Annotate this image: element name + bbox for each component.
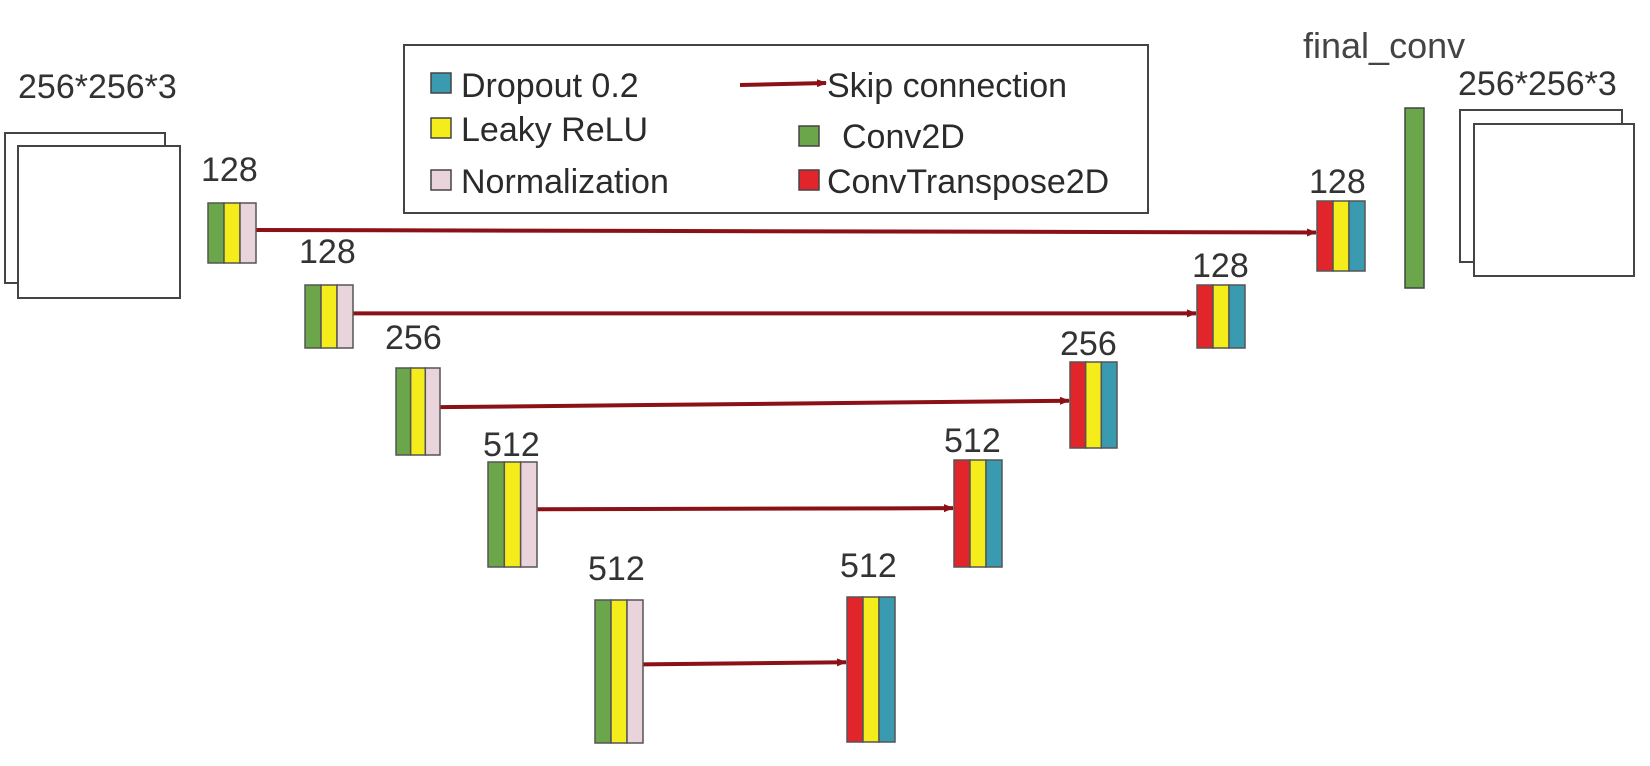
skip-connection-1 bbox=[255, 228, 1317, 237]
input-image-stack bbox=[4, 132, 181, 299]
encoder-block-2-label: 128 bbox=[299, 233, 356, 271]
encoder-block-2-leaky-relu-layer bbox=[320, 284, 338, 349]
encoder-block-3-leaky-relu-layer bbox=[409, 367, 427, 456]
encoder-block-5: 512 bbox=[588, 550, 645, 744]
encoder-block-4-conv2d-layer bbox=[487, 461, 506, 568]
encoder-block-2: 128 bbox=[299, 233, 356, 349]
legend-skip-label: Skip connection bbox=[827, 67, 1067, 105]
legend-normalization-swatch bbox=[430, 169, 452, 191]
legend-box bbox=[403, 44, 1149, 214]
legend-conv2d-swatch bbox=[798, 125, 820, 147]
final-conv-label: final_conv bbox=[1303, 25, 1465, 66]
encoder-block-3: 256 bbox=[385, 319, 442, 456]
decoder-block-4-convtranspose-layer bbox=[953, 459, 971, 568]
input-size-label: 256*256*3 bbox=[18, 68, 177, 106]
legend-conv2d-label: Conv2D bbox=[842, 118, 965, 156]
decoder-block-2-label: 128 bbox=[1192, 247, 1249, 285]
encoder-block-2-normalization-layer bbox=[336, 284, 354, 349]
skip-connection-4 bbox=[536, 504, 954, 513]
legend-skip-arrow bbox=[739, 79, 827, 88]
decoder-block-3-dropout-layer bbox=[1100, 361, 1118, 449]
decoder-block-5: 512 bbox=[840, 547, 897, 743]
decoder-block-1-convtranspose-layer bbox=[1316, 200, 1334, 272]
encoder-block-4-normalization-layer bbox=[519, 461, 538, 568]
legend-dropout-swatch bbox=[430, 72, 452, 94]
encoder-block-5-conv2d-layer bbox=[594, 599, 612, 744]
decoder-block-5-label: 512 bbox=[840, 547, 897, 585]
decoder-block-3: 256 bbox=[1060, 325, 1118, 449]
legend-convtranspose-swatch bbox=[798, 169, 820, 191]
decoder-blocks: 128 128 256 512 512 bbox=[840, 163, 1366, 743]
legend-dropout-label: Dropout 0.2 bbox=[461, 67, 639, 105]
encoder-block-1-label: 128 bbox=[201, 151, 258, 189]
decoder-block-1-label: 128 bbox=[1309, 163, 1366, 201]
decoder-block-4-leaky-relu-layer bbox=[969, 459, 987, 568]
legend: Dropout 0.2 Leaky ReLU Normalization Ski… bbox=[403, 44, 1149, 214]
decoder-block-2-leaky-relu-layer bbox=[1212, 284, 1230, 349]
decoder-block-3-leaky-relu-layer bbox=[1084, 361, 1103, 449]
output-image-stack bbox=[1459, 109, 1635, 277]
legend-leaky-relu-swatch bbox=[430, 117, 452, 139]
encoder-block-1: 128 bbox=[201, 151, 258, 264]
encoder-block-4-label: 512 bbox=[483, 426, 540, 464]
encoder-block-5-normalization-layer bbox=[626, 599, 644, 744]
decoder-block-2-dropout-layer bbox=[1228, 284, 1246, 349]
encoder-blocks: 128 128 256 512 512 bbox=[201, 151, 645, 744]
decoder-block-4-dropout-layer bbox=[985, 459, 1003, 568]
output-size-label: 256*256*3 bbox=[1458, 65, 1617, 103]
encoder-block-3-normalization-layer bbox=[424, 367, 441, 456]
decoder-block-1: 128 bbox=[1309, 163, 1366, 272]
legend-convtranspose-label: ConvTranspose2D bbox=[827, 163, 1109, 201]
encoder-block-2-conv2d-layer bbox=[304, 284, 322, 349]
legend-normalization-label: Normalization bbox=[461, 163, 669, 201]
skip-connection-3 bbox=[439, 396, 1070, 410]
legend-leaky-relu-label: Leaky ReLU bbox=[461, 111, 648, 149]
skip-connection-5 bbox=[642, 658, 847, 667]
encoder-block-3-conv2d-layer bbox=[395, 367, 412, 456]
encoder-block-1-leaky-relu-layer bbox=[223, 202, 241, 264]
decoder-block-1-dropout-layer bbox=[1348, 200, 1366, 272]
encoder-block-1-normalization-layer bbox=[239, 202, 257, 264]
skip-connections bbox=[255, 228, 1317, 667]
final-conv-bar bbox=[1404, 107, 1425, 289]
decoder-block-2: 128 bbox=[1192, 247, 1249, 349]
encoder-block-4: 512 bbox=[483, 426, 540, 568]
decoder-block-3-label: 256 bbox=[1060, 325, 1117, 363]
decoder-block-5-leaky-relu-layer bbox=[862, 596, 880, 743]
encoder-block-3-label: 256 bbox=[385, 319, 442, 357]
encoder-block-1-conv2d-layer bbox=[207, 202, 225, 264]
encoder-block-4-leaky-relu-layer bbox=[503, 461, 522, 568]
decoder-block-3-convtranspose-layer bbox=[1069, 361, 1087, 449]
decoder-block-4: 512 bbox=[944, 422, 1003, 568]
encoder-block-5-label: 512 bbox=[588, 550, 645, 588]
decoder-block-2-convtranspose-layer bbox=[1196, 284, 1214, 349]
decoder-block-5-convtranspose-layer bbox=[846, 596, 864, 743]
encoder-block-5-leaky-relu-layer bbox=[610, 599, 628, 744]
decoder-block-5-dropout-layer bbox=[878, 596, 896, 743]
decoder-block-1-leaky-relu-layer bbox=[1332, 200, 1350, 272]
decoder-block-4-label: 512 bbox=[944, 422, 1001, 460]
